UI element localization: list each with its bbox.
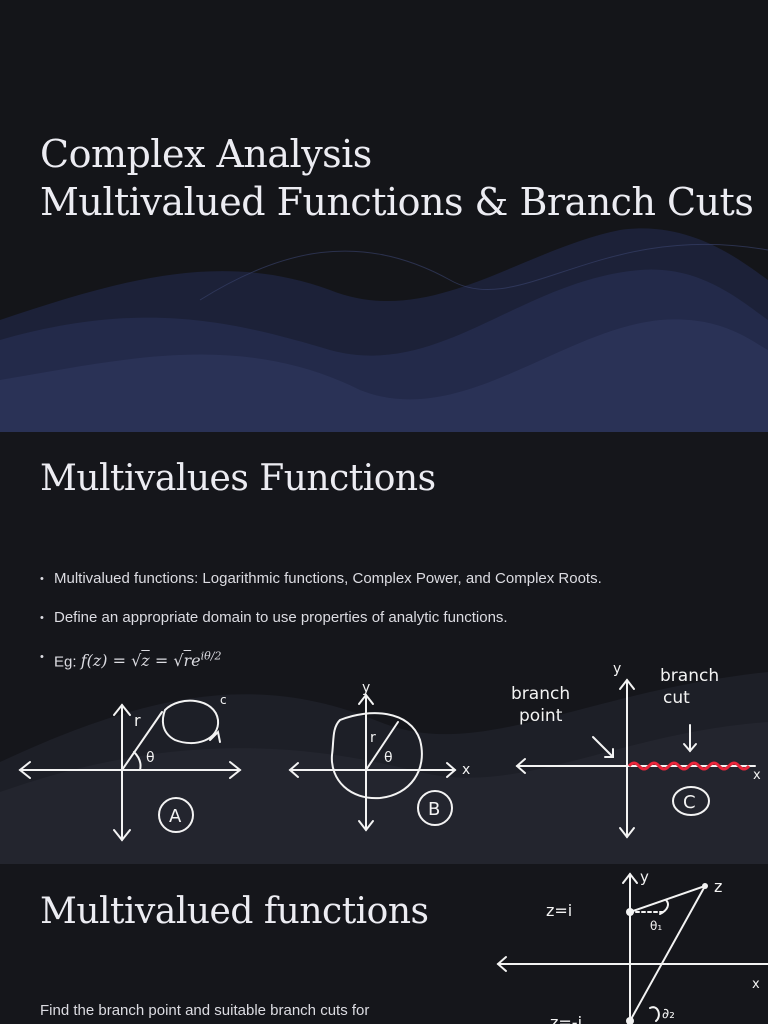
branch-cut-label-2: cut xyxy=(663,688,690,708)
slide-title: Multivalues Functions xyxy=(40,458,436,499)
sketch-c-y: y xyxy=(613,661,621,677)
sketch-d-zmi: z=-i xyxy=(550,1013,582,1024)
sketch-c: y x branch point branch cut C xyxy=(511,661,761,839)
sketch-b-r: r xyxy=(370,730,376,746)
sketch-b-x: x xyxy=(462,762,470,778)
formula-sqrt-z: z xyxy=(141,651,150,671)
sketch-a: r θ c A xyxy=(18,693,242,842)
formula-exponent: iθ/2 xyxy=(200,650,222,663)
branch-cut-label-1: branch xyxy=(660,666,719,686)
slide-title: Multivalued functions xyxy=(40,891,429,932)
formula-sqrt-r: r xyxy=(183,651,192,671)
formula-e: e xyxy=(191,651,201,671)
sketch-a-theta: θ xyxy=(146,750,155,766)
sketch-d-theta2: ∂₂ xyxy=(662,1006,675,1022)
multivalued-functions-slide xyxy=(0,864,768,1024)
presentation-title: Complex Analysis Multivalued Functions &… xyxy=(40,130,754,226)
example-prefix: Eg: xyxy=(54,653,81,671)
title-line-2: Multivalued Functions & Branch Cuts xyxy=(40,180,754,224)
bullet-item: Define an appropriate domain to use prop… xyxy=(40,605,602,644)
sketch-a-label: A xyxy=(169,806,182,827)
sketch-b: y x r θ B xyxy=(288,680,470,832)
wave-background xyxy=(0,228,768,432)
branch-point-label-2: point xyxy=(519,706,563,726)
formula-eq: = xyxy=(149,651,174,671)
sketch-a-r: r xyxy=(134,711,141,730)
sketch-d-x: x xyxy=(752,977,760,992)
sketch-d-zi: z=i xyxy=(546,901,572,920)
sketch-d: y z z=i θ₁ ∂₂ x z=-i xyxy=(496,868,768,1024)
branch-point-label-1: branch xyxy=(511,684,570,704)
example-formula: f(z) = √z = √reiθ/2 xyxy=(80,650,222,671)
title-line-1: Complex Analysis xyxy=(40,132,372,176)
sketch-b-label: B xyxy=(428,799,440,820)
sketch-d-z: z xyxy=(714,877,722,896)
branch-cut-line xyxy=(627,761,751,771)
bullet-list: Multivalued functions: Logarithmic funct… xyxy=(40,566,602,683)
formula-lhs: f(z) = xyxy=(80,651,127,671)
bullet-item: Multivalued functions: Logarithmic funct… xyxy=(40,566,602,605)
sketch-d-y: y xyxy=(640,868,649,886)
sketch-d-theta1: θ₁ xyxy=(650,919,662,933)
sketch-c-label: C xyxy=(683,792,696,813)
sketch-b-y: y xyxy=(362,680,370,696)
slide-body-text: Find the branch point and suitable branc… xyxy=(40,1002,370,1019)
bullet-item-example: Eg: f(z) = √z = √reiθ/2 xyxy=(40,644,602,683)
sketch-b-theta: θ xyxy=(384,750,393,766)
sketch-c-x: x xyxy=(753,768,761,783)
sketch-a-c: c xyxy=(220,693,227,707)
title-slide: Complex Analysis Multivalued Functions &… xyxy=(0,0,768,432)
